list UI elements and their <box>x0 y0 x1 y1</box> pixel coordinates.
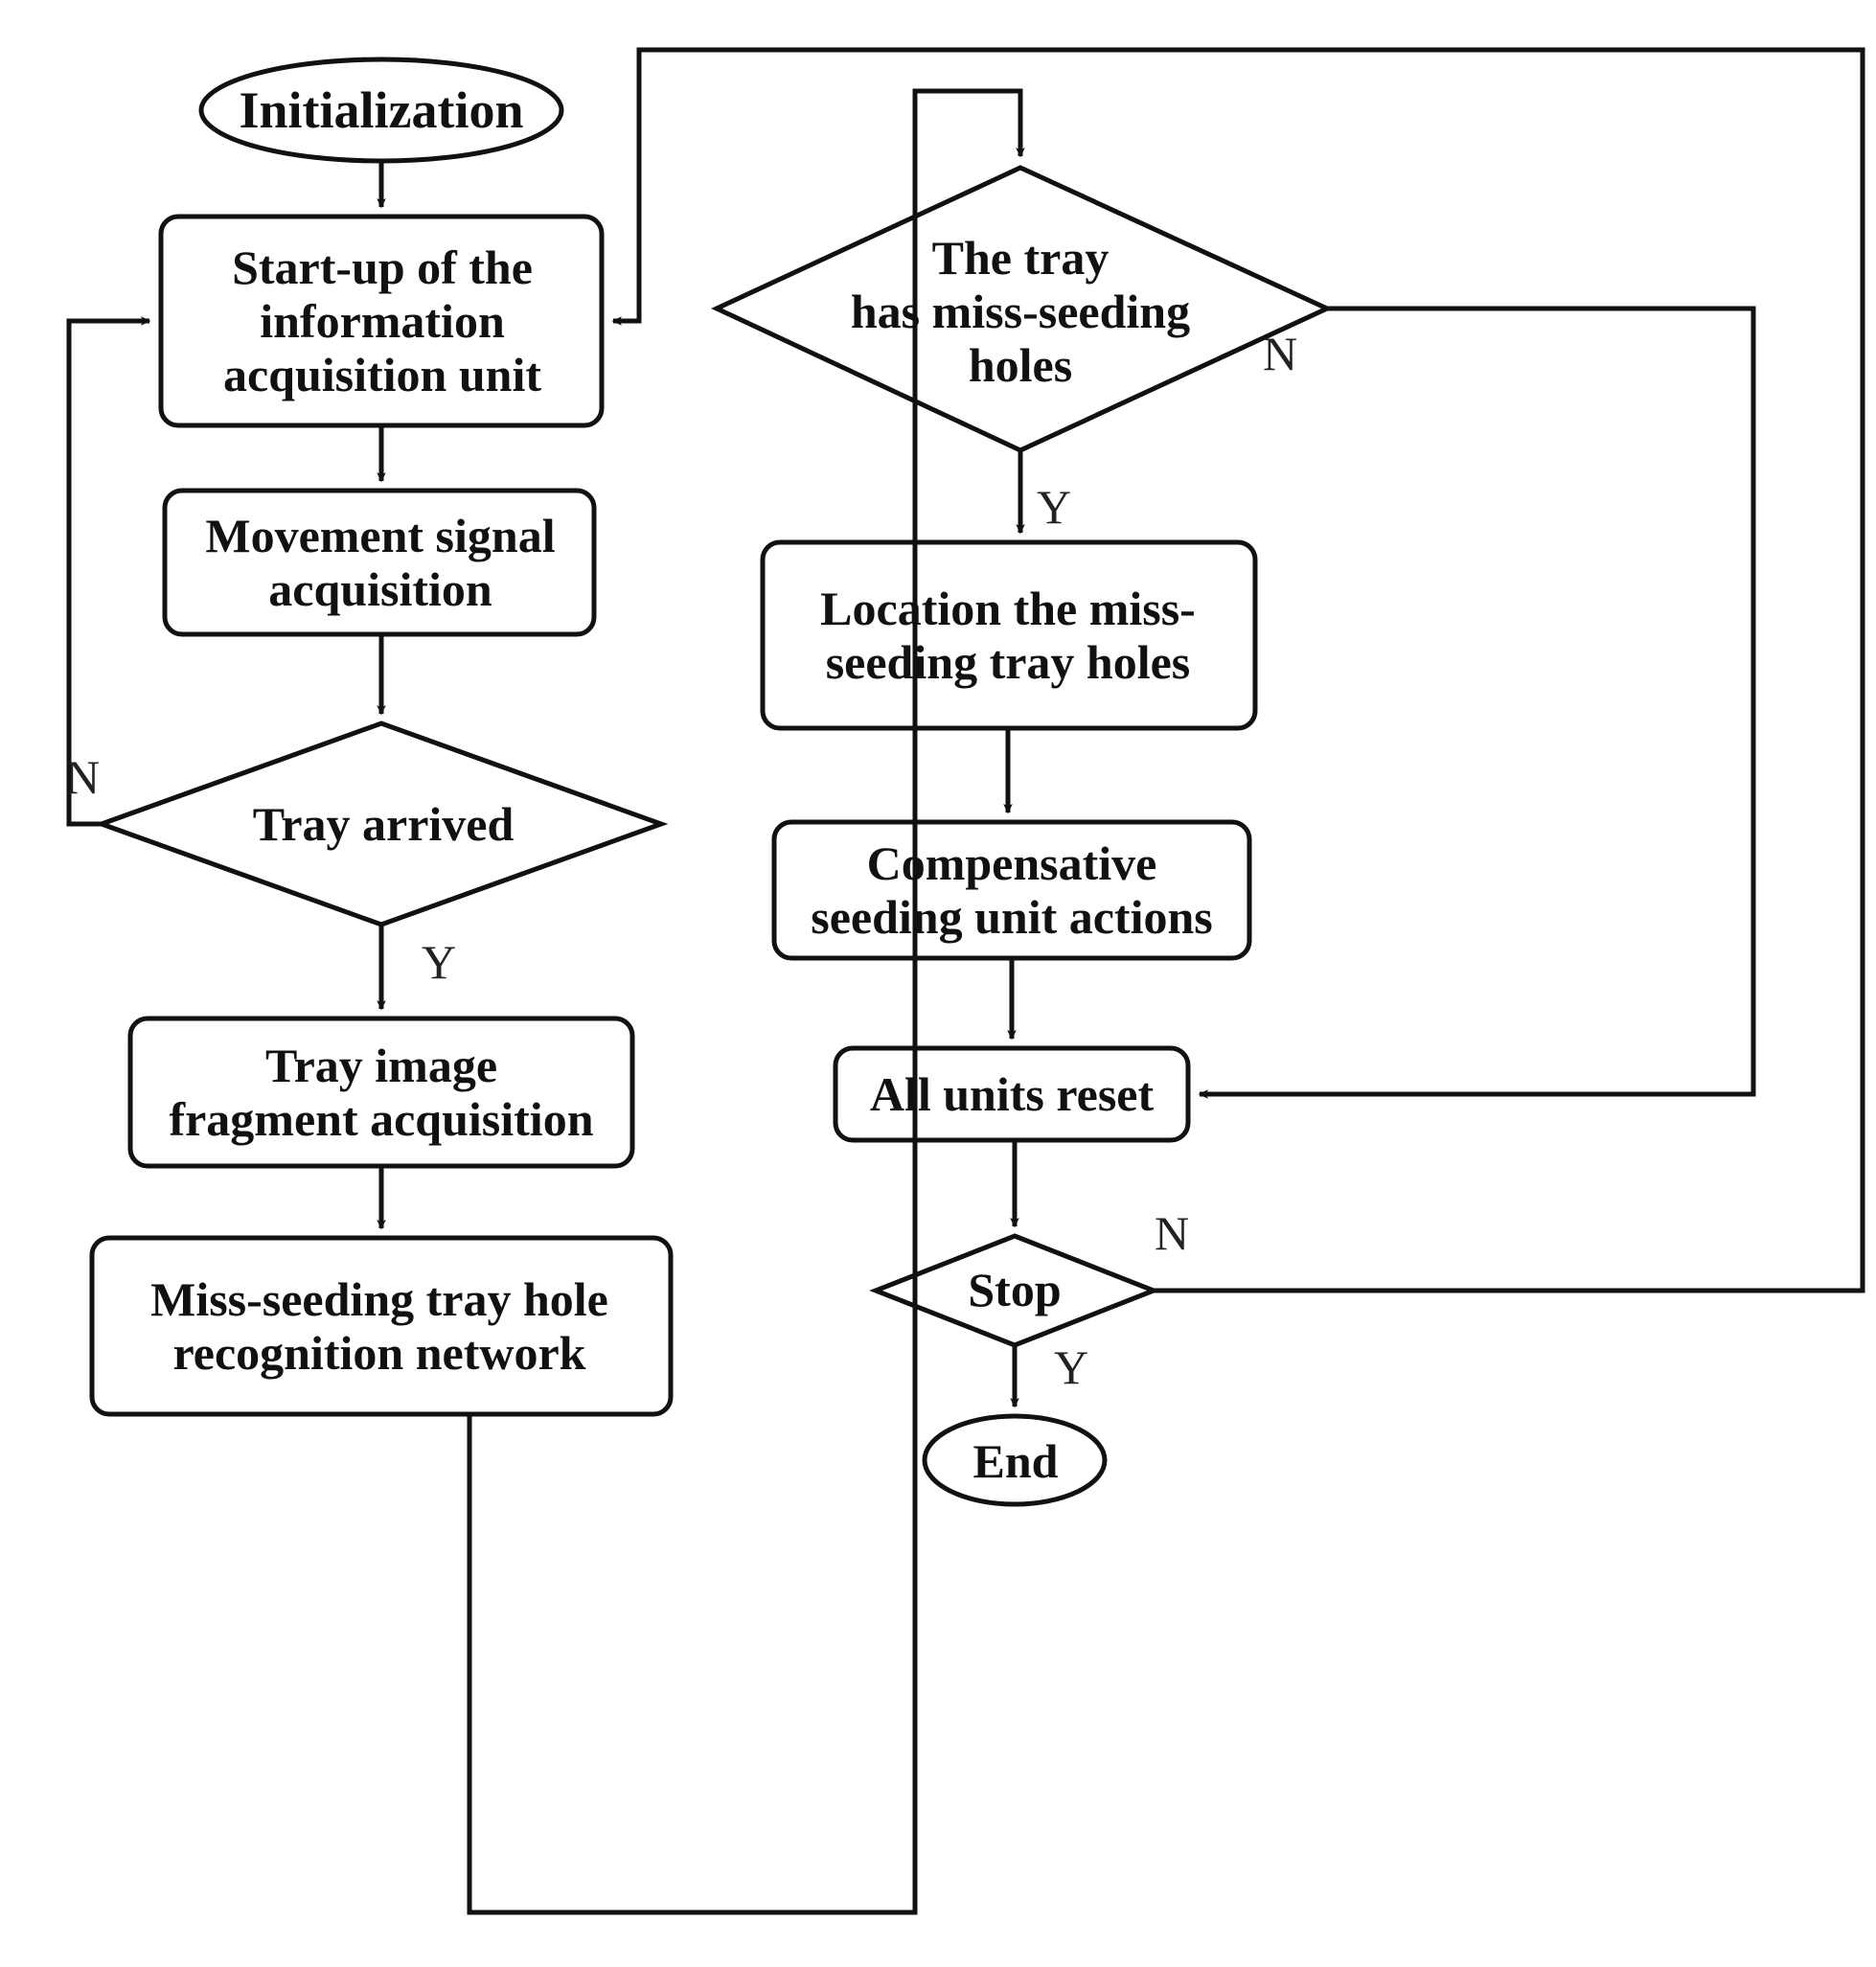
edge-stop-no-to-startup <box>611 47 1865 1293</box>
node-tray-image-shape <box>127 1016 635 1169</box>
edge-label-stop-yes: Y <box>1054 1340 1089 1394</box>
edge-tray-arrived-no-to-startup <box>66 316 151 827</box>
node-compensative-shape <box>771 819 1252 961</box>
node-movement-signal-shape <box>162 488 597 637</box>
edge-has-miss-holes-no-to-all-units-reset <box>1198 306 1756 1099</box>
edge-label-stop-no: N <box>1155 1206 1190 1260</box>
node-location-holes-shape <box>760 539 1258 731</box>
edge-label-tray-arrived-yes: Y <box>422 935 457 989</box>
edge-label-has-miss-holes-no: N <box>1263 327 1298 380</box>
node-all-units-reset-shape <box>833 1045 1191 1143</box>
node-has-miss-holes-shape <box>711 165 1333 453</box>
node-miss-recognition-shape <box>89 1235 674 1417</box>
edge-label-tray-arrived-no: N <box>65 750 101 804</box>
edge-label-has-miss-holes-yes: Y <box>1037 480 1072 534</box>
node-end-shape <box>922 1413 1108 1507</box>
node-tray-arrived-shape <box>94 720 669 927</box>
node-startup-shape <box>158 214 605 428</box>
node-initialization-shape <box>198 57 564 164</box>
edge-miss-recognition-to-has-miss-holes <box>467 88 1025 1915</box>
